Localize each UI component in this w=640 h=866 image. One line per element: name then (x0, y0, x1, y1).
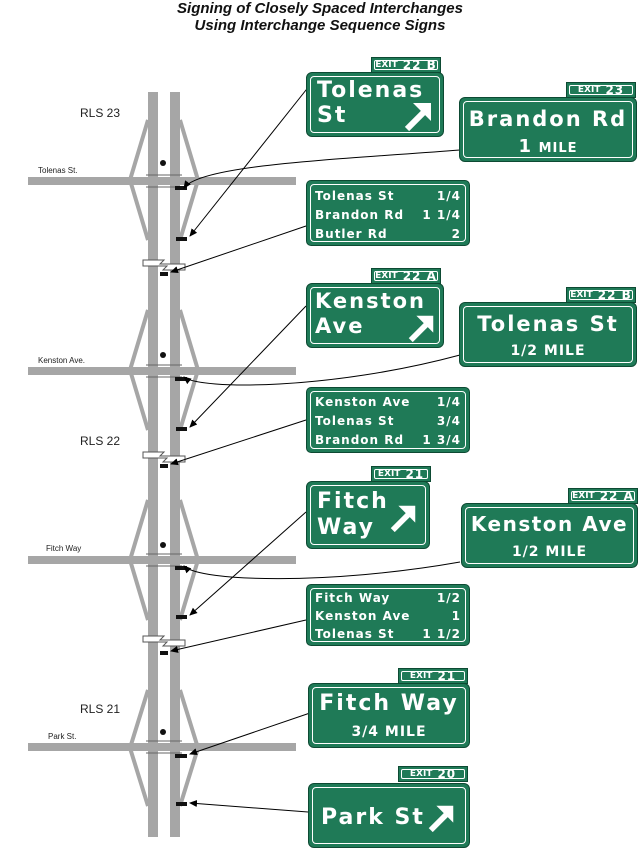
exit-number: 22 B (402, 58, 437, 72)
exit-tab-21-fitch-advance: EXIT 21 (398, 668, 468, 684)
sign-line2: St (317, 103, 348, 128)
overpass-edges (146, 174, 182, 754)
sequence-sign-2: Kenston Ave 1/4 Tolenas St 3/4 Brandon Rd 1… (306, 387, 470, 453)
exit-number: 23 (605, 83, 625, 97)
exit-number: 20 (437, 767, 457, 781)
exit-sign-park-st: Park St (308, 783, 470, 848)
exit-word: EXIT (375, 271, 398, 281)
exit-word: EXIT (572, 491, 595, 501)
sequence-row: Tolenas St 1 1/2 (315, 627, 461, 641)
exit-tab-22b-tolenas: EXIT 22 B (371, 57, 441, 73)
sequence-row: Kenston Ave 1 (315, 609, 461, 623)
seq-dist: 1 (451, 609, 461, 623)
rls-label-22: RLS 22 (80, 434, 120, 448)
seq-dist: 1/4 (436, 395, 461, 409)
cross-streets (28, 177, 296, 751)
up-right-arrow-icon (404, 103, 431, 131)
rls-label-23: RLS 23 (80, 106, 120, 120)
exit-word: EXIT (577, 85, 601, 95)
sign-distance: 3/4 MILE (351, 724, 427, 740)
up-right-arrow-icon (390, 505, 416, 532)
advance-sign-tolenas-st: Tolenas St 1/2 MILE (459, 302, 637, 367)
distance-unit: MILE (538, 141, 578, 156)
sign-destination: Brandon Rd (468, 107, 628, 131)
seq-name: Kenston Ave (315, 609, 411, 623)
seq-name: Tolenas St (315, 189, 395, 203)
exit-tab-22b-tolenas-advance: EXIT 22 B (566, 287, 636, 303)
leader-lines (170, 84, 461, 813)
exit-number: 22 B (597, 288, 632, 302)
seq-name: Tolenas St (315, 414, 395, 428)
sign-distance: 1/2 MILE (511, 544, 588, 560)
sequence-row: Tolenas St 1/4 (315, 189, 461, 203)
exit-word: EXIT (409, 671, 433, 681)
seq-name: Brandon Rd (315, 433, 405, 447)
sign-distance: 1/2 MILE (510, 343, 586, 359)
sign-line1: Fitch (317, 489, 389, 514)
advance-sign-fitch-way: Fitch Way 3/4 MILE (308, 683, 470, 748)
exit-tab-23-brandon: EXIT 23 (566, 82, 636, 98)
seq-dist: 1 1/2 (422, 627, 461, 641)
exit-tab-22a-kenston: EXIT 22 A (371, 268, 441, 284)
exit-word: EXIT (570, 290, 593, 300)
exit-tab-21-fitch: EXIT 21 (371, 466, 431, 482)
seq-dist: 1 1/4 (422, 208, 461, 222)
ramps (127, 119, 201, 807)
sequence-sign-3: Fitch Way 1/2 Kenston Ave 1 Tolenas St 1 1/… (306, 584, 470, 646)
exit-sign-kenston-ave: Kenston Ave (306, 283, 444, 348)
diagram-title-line2: Using Interchange Sequence Signs (194, 17, 446, 34)
exit-sign-tolenas-st: Tolenas St (306, 72, 444, 137)
sign-destination: Tolenas St (477, 312, 619, 336)
exit-tab-22a-kenston-advance: EXIT 22 A (568, 488, 638, 504)
exit-number: 22 A (402, 269, 437, 283)
rls-label-21: RLS 21 (80, 702, 120, 716)
advance-sign-kenston-ave: Kenston Ave 1/2 MILE (461, 503, 638, 568)
sequence-row: Butler Rd 2 (315, 227, 461, 241)
seq-name: Fitch Way (315, 591, 391, 605)
sequence-row: Fitch Way 1/2 (315, 591, 461, 605)
exit-word: EXIT (377, 469, 401, 479)
sequence-row: Kenston Ave 1/4 (315, 395, 461, 409)
seq-dist: 2 (451, 227, 461, 241)
sequence-row: Tolenas St 3/4 (315, 414, 461, 428)
sign-distance: 1 MILE (460, 136, 636, 157)
exit-word: EXIT (409, 769, 433, 779)
seq-name: Butler Rd (315, 227, 388, 241)
road-label-tolenas: Tolenas St. (38, 166, 78, 175)
interchange-dots (160, 160, 166, 735)
sign-destination: Fitch Way (319, 691, 459, 716)
exit-number: 21 (437, 669, 457, 683)
seq-dist: 1/2 (436, 591, 461, 605)
sign-line1: Tolenas (317, 78, 425, 103)
exit-number: 22 A (599, 489, 634, 503)
seq-dist: 3/4 (436, 414, 461, 428)
exit-tab-20-park: EXIT 20 (398, 766, 468, 782)
sign-destination: Park St (321, 805, 425, 830)
road-label-park: Park St. (48, 732, 76, 741)
up-right-arrow-icon (408, 315, 434, 342)
road-label-kenston: Kenston Ave. (38, 356, 85, 365)
seq-name: Kenston Ave (315, 395, 411, 409)
advance-sign-brandon-rd: Brandon Rd 1 MILE (459, 97, 637, 162)
sign-line2: Ave (315, 314, 365, 338)
exit-number: 21 (405, 467, 425, 481)
sign-line2: Way (317, 515, 375, 540)
sign-destination: Kenston Ave (470, 512, 629, 536)
sequence-sign-1: Tolenas St 1/4 Brandon Rd 1 1/4 Butler Rd 2 (306, 180, 470, 246)
sequence-row: Brandon Rd 1 3/4 (315, 433, 461, 447)
seq-name: Brandon Rd (315, 208, 405, 222)
up-right-arrow-icon (428, 805, 454, 832)
seq-dist: 1/4 (436, 189, 461, 203)
exit-word: EXIT (375, 60, 398, 70)
sequence-row: Brandon Rd 1 1/4 (315, 208, 461, 222)
seq-dist: 1 3/4 (422, 433, 461, 447)
exit-sign-fitch-way: Fitch Way (306, 481, 430, 549)
seq-name: Tolenas St (315, 627, 395, 641)
sign-line1: Kenston (315, 289, 427, 313)
sign-markers (160, 186, 187, 806)
distance-number: 1 (518, 136, 532, 157)
road-label-fitch: Fitch Way (46, 544, 81, 553)
diagram-title-line1: Signing of Closely Spaced Interchanges (177, 0, 463, 17)
